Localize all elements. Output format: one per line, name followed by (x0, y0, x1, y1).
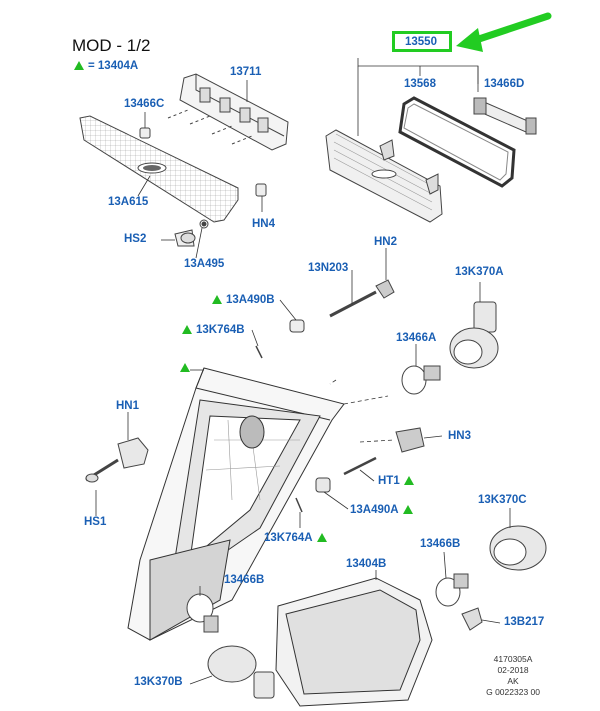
center-hardware (255, 279, 395, 359)
callout-13711[interactable]: 13711 (230, 66, 262, 78)
callout-HN3[interactable]: HN3 (448, 430, 472, 442)
bulb-13466B-left (186, 593, 219, 633)
bulb-13466D (473, 97, 537, 135)
page-title: MOD - 1/2 (72, 36, 151, 55)
callout-13A490B[interactable]: 13A490B (212, 294, 275, 306)
tail-lamp-housing (127, 367, 345, 641)
triangle-marker-icon (316, 533, 327, 542)
reference-date: 02-2018 (497, 665, 529, 675)
legend: = 13404A (74, 60, 138, 72)
callout-13466D[interactable]: 13466D (484, 78, 525, 90)
callout-HS2[interactable]: HS2 (124, 233, 147, 245)
triangle-marker-icon (402, 505, 413, 514)
hardware-left (85, 437, 149, 483)
reference-number: 4170305A (493, 654, 533, 664)
callout-13B217[interactable]: 13B217 (504, 616, 545, 628)
callout-HT1-text: HT1 (378, 475, 400, 487)
gasket-13568 (398, 96, 516, 188)
socket-13K370B (207, 645, 275, 699)
callout-13K370B[interactable]: 13K370B (134, 676, 183, 688)
legend-text: = 13404A (88, 60, 139, 72)
socket-13K370C (489, 525, 547, 571)
lamp-housing-13404B (275, 577, 433, 707)
callout-13K764B-text: 13K764B (196, 324, 245, 336)
callout-13A490A[interactable]: 13A490A (350, 504, 413, 516)
highlight-box (392, 31, 452, 52)
callout-13K370A-top[interactable]: 13K370A (455, 266, 504, 278)
callout-HN2[interactable]: HN2 (374, 236, 398, 248)
callout-13K370C[interactable]: 13K370C (478, 494, 527, 506)
callout-13466A[interactable]: 13466A (396, 332, 437, 344)
callout-HN4[interactable]: HN4 (252, 218, 276, 230)
triangle-marker-icon (403, 476, 414, 485)
high-mount-lens (79, 115, 239, 223)
callout-13550[interactable]: 13550 (405, 36, 437, 48)
triangle-marker-icon (212, 295, 222, 304)
leader-lines-lower (95, 248, 511, 685)
triangle-marker-icon (180, 363, 190, 372)
callout-13A490A-text: 13A490A (350, 504, 399, 516)
bulb-13466A (401, 365, 441, 395)
callout-HT1[interactable]: HT1 (378, 475, 414, 487)
small-hardware-upper (139, 127, 267, 247)
callout-13K764A[interactable]: 13K764A (264, 532, 327, 544)
callout-13466B-right[interactable]: 13466B (420, 538, 461, 550)
triangle-marker-icon (182, 325, 192, 334)
hardware-right-center (295, 427, 425, 513)
callout-13568[interactable]: 13568 (404, 78, 436, 90)
callout-13466B-left[interactable]: 13466B (224, 574, 265, 586)
reference-id: G 0022323 00 (486, 687, 540, 697)
callout-13N203[interactable]: 13N203 (308, 262, 349, 274)
triangle-marker-icon (74, 61, 84, 70)
high-mount-lamp-housing (167, 73, 289, 151)
highlight-arrow-icon (456, 12, 552, 52)
lamp-assembly-13550 (325, 129, 443, 223)
reference-block: 4170305A 02-2018 AK G 0022323 00 (486, 654, 540, 698)
callout-13A490B-text: 13A490B (226, 294, 275, 306)
callout-HN1[interactable]: HN1 (116, 400, 140, 412)
bulb-13466B-right (435, 573, 469, 607)
housing-marker (180, 362, 190, 374)
callout-13466C[interactable]: 13466C (124, 98, 165, 110)
socket-13K370A (449, 301, 499, 369)
reference-code: AK (507, 676, 519, 686)
callout-13K764A-text: 13K764A (264, 532, 313, 544)
callout-13A615[interactable]: 13A615 (108, 196, 149, 208)
callout-13404B[interactable]: 13404B (346, 558, 387, 570)
callout-13K764B[interactable]: 13K764B (182, 324, 245, 336)
clip-13B217 (461, 607, 483, 631)
callout-HS1[interactable]: HS1 (84, 516, 107, 528)
callout-13A495[interactable]: 13A495 (184, 258, 225, 270)
